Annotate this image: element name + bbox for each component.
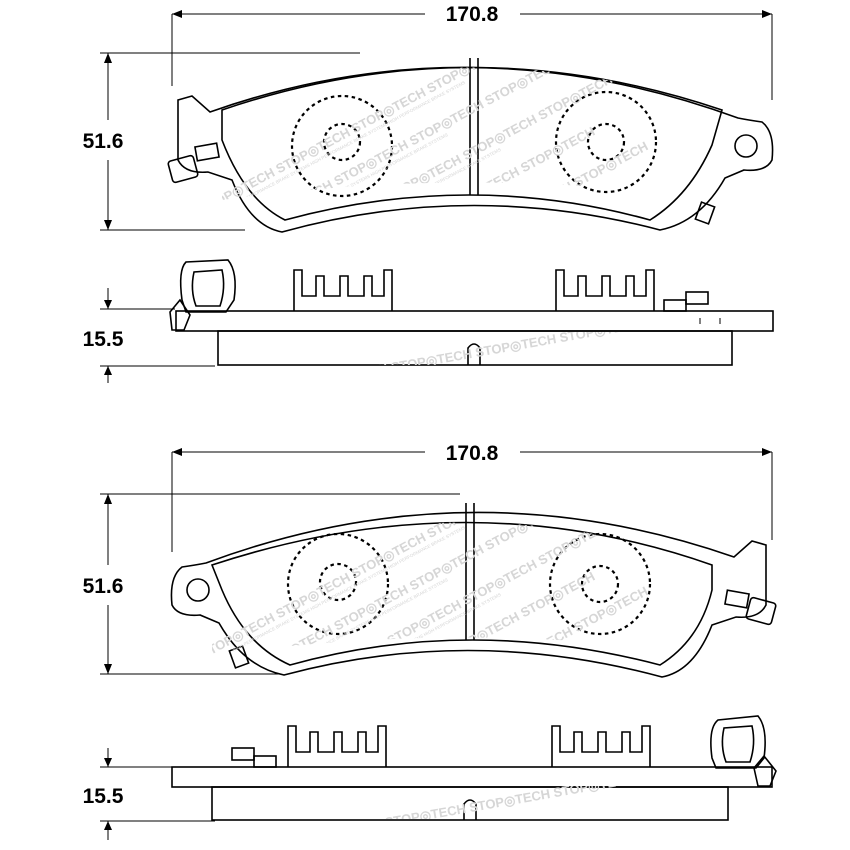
top-ear-hole	[734, 134, 758, 158]
bottom-width-label: 170.8	[446, 442, 499, 465]
bottom-side-friction	[211, 786, 729, 821]
top-side-tabs	[293, 269, 655, 311]
bottom-friction-view: 170.8 51.6 STOP◎TECH STOP◎TECH STO	[83, 442, 777, 714]
bottom-side-view: 15.5 STOP◎TECH STOP◎TECH STOP◎TECH STOP◎…	[83, 715, 777, 850]
svg-text:STOP◎TECH STOP◎TECH STOP◎TEC: STOP◎TECH STOP◎TECH STOP◎TECH STOP◎TECH …	[221, 301, 725, 404]
bottom-height-dimension: 51.6	[83, 493, 460, 675]
top-height-label: 51.6	[83, 130, 124, 153]
top-width-dimension: 170.8	[171, 3, 773, 100]
bottom-side-backing-plate	[171, 766, 773, 788]
svg-text:STOP◎TECH STOP◎TECH STOP◎T: STOP◎TECH STOP◎TECH STOP◎TECH STOP◎TECH …	[198, 4, 579, 216]
top-friction-pad	[221, 66, 723, 221]
bottom-side-tabs	[287, 725, 651, 767]
bottom-backing-plate	[170, 511, 767, 678]
top-friction-view: 170.8 51.6	[83, 3, 774, 327]
top-watermark: STOP◎TECH STOP◎TECH STOP◎TECH STOP◎TECH …	[180, 4, 650, 327]
top-side-clip	[169, 259, 236, 331]
top-wear-sensor	[167, 142, 220, 184]
bottom-ear-hole	[186, 578, 210, 602]
top-side-backing-plate	[175, 310, 774, 332]
bottom-thickness-label: 15.5	[83, 785, 124, 808]
top-width-label: 170.8	[446, 3, 499, 26]
bottom-height-label: 51.6	[83, 575, 124, 598]
top-side-friction	[217, 330, 733, 366]
bottom-piston-circle-left	[286, 532, 390, 636]
top-backing-plate	[177, 66, 774, 233]
svg-text:STOP◎TECH STOP◎TECH STOP◎TEC: STOP◎TECH STOP◎TECH STOP◎TECH STOP◎TECH …	[215, 756, 719, 850]
svg-text:STOP◎TECH STOP◎TECH STOP◎T: STOP◎TECH STOP◎TECH STOP◎TECH STOP◎TECH …	[180, 57, 561, 269]
svg-text:HIGH PERFORMANCE BRAKE SYSTEMS: HIGH PERFORMANCE BRAKE SYSTEMS HIGH PERF…	[250, 199, 484, 327]
top-piston-circle-right	[554, 90, 658, 194]
top-height-dimension: 51.6	[83, 52, 360, 231]
bottom-width-dimension: 170.8	[171, 442, 773, 552]
top-side-view: 15.5 STOP◎TECH STOP◎TECH STOP◎TECH STOP◎…	[83, 259, 774, 404]
bottom-side-clip	[710, 715, 777, 787]
top-thickness-dimension: 15.5	[83, 288, 215, 383]
svg-text:STOP◎TECH STOP◎TECH STOP◎T: STOP◎TECH STOP◎TECH STOP◎TECH STOP◎TECH …	[180, 502, 561, 714]
top-piston-circle-left	[290, 94, 394, 198]
bottom-piston-circle-right	[548, 532, 652, 636]
svg-text:STOP◎TECH STOP◎TECH STOP◎T: STOP◎TECH STOP◎TECH STOP◎TECH STOP◎TECH …	[198, 449, 579, 661]
bottom-thickness-dimension: 15.5	[83, 748, 215, 840]
bottom-wear-sensor	[724, 589, 777, 626]
top-thickness-label: 15.5	[83, 328, 124, 351]
bottom-friction-pad	[210, 521, 713, 666]
